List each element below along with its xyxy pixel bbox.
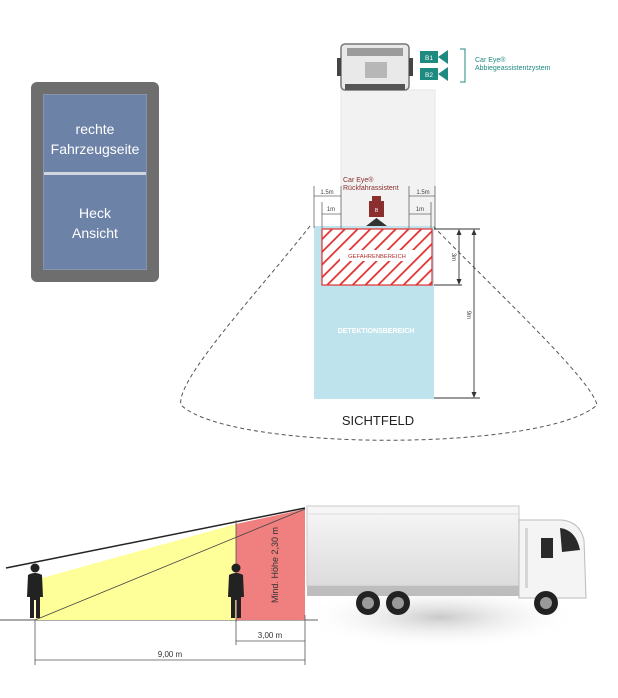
field-of-view-label: SICHTFELD (342, 413, 414, 428)
selector-divider (44, 172, 146, 175)
cab-windshield (560, 528, 580, 552)
depth-dimensions (434, 228, 480, 399)
pedestrian-far-head (30, 563, 40, 573)
camera-b2-body (420, 68, 438, 80)
sight-line-lower (34, 508, 306, 621)
rear-camera-top (372, 196, 381, 202)
trailer-box-side (306, 505, 520, 587)
side-view-button[interactable]: rechte Fahrzeugseite (44, 119, 146, 159)
danger-zone-label: GEFAHRENBEREICH (348, 254, 406, 260)
wheel-rear-2-hub (392, 597, 404, 609)
viewing-zone-near (236, 509, 305, 620)
pedestrian-far (27, 563, 43, 618)
camera-b2-lens-icon (438, 67, 448, 81)
dim3-label: 3,00 m (258, 631, 283, 640)
mirror-right (409, 58, 413, 76)
camera-b2-label: B2 (425, 72, 433, 79)
arrow-9m-bottom-icon (471, 392, 477, 398)
width-dimensions (313, 186, 436, 228)
truck-side-view (300, 505, 587, 649)
mirror-left (337, 58, 341, 76)
rear-view-button[interactable]: Heck Ansicht (44, 203, 146, 243)
arrow-3m-bottom-icon (456, 279, 462, 285)
rear-camera-label: B (375, 208, 379, 214)
field-of-view-outline (180, 225, 598, 441)
truck-top-view (337, 43, 436, 231)
wheel-front-hub (540, 597, 552, 609)
viewing-zone-far (35, 524, 236, 620)
pedestrian-near-head (231, 563, 241, 573)
trailer-body-top (340, 89, 436, 231)
pedestrian-near-body (228, 573, 244, 618)
sight-line-upper (5, 507, 306, 569)
truck-bumper (345, 84, 405, 90)
camera-b1-body (420, 51, 438, 63)
min-height-label: Mind. Höhe 2,30 m (270, 527, 280, 603)
trailer-underframe (307, 586, 519, 596)
dim-right-inner-label: 1m (416, 207, 424, 213)
arrow-9m-top-icon (471, 229, 477, 235)
depth-3m-label: 3m (450, 253, 456, 261)
arrow-3m-top-icon (456, 229, 462, 235)
rear-view-label-line2: Ansicht (72, 225, 118, 241)
truck-cab-hatch (365, 62, 387, 78)
cab-side-window (541, 538, 553, 558)
system-bracket (460, 48, 466, 83)
pedestrian-far-body (27, 573, 43, 618)
wheel-rear-1-hub (362, 597, 374, 609)
cab-step (525, 528, 528, 588)
blind-spot-camera-b2: B2 (420, 67, 448, 81)
danger-zone-label-bg (340, 250, 414, 261)
detection-zone-label: DETEKTIONSBEREICH (338, 328, 415, 335)
ground-dimensions (34, 615, 306, 665)
depth-9m-label: 9m (465, 311, 471, 319)
rear-camera: B (366, 196, 387, 226)
pedestrian-near (228, 563, 244, 618)
system-label-line1: Car Eye® (475, 56, 506, 64)
dim-right-outer-label: 1.5m (416, 190, 429, 196)
truck-cab-side (518, 519, 587, 599)
camera-b1-lens-icon (438, 50, 448, 64)
truck-cab-roof (347, 48, 403, 56)
dim-left-outer-label: 1.5m (320, 190, 333, 196)
system-label-line2: Abbiegeassistentzystem (475, 65, 551, 72)
dim9-label: 9,00 m (158, 650, 183, 659)
view-selector-screen: rechte Fahrzeugseite Heck Ansicht (43, 94, 147, 270)
rear-camera-body (369, 201, 384, 217)
rear-assist-label-line2: Rückfahrassistent (343, 185, 399, 192)
rear-camera-mount-icon (366, 218, 387, 226)
dim-left-inner-label: 1m (327, 207, 335, 213)
blind-spot-camera-b1: B1 (420, 50, 448, 64)
view-selector-panel: rechte Fahrzeugseite Heck Ansicht (31, 82, 159, 282)
side-view-label-line2: Fahrzeugseite (50, 141, 140, 157)
rear-view-label-line1: Heck (79, 205, 111, 221)
side-view-label-line1: rechte (75, 121, 115, 137)
camera-b1-label: B1 (425, 55, 433, 62)
rear-assist-label-line1: Car Eye® (343, 176, 374, 184)
